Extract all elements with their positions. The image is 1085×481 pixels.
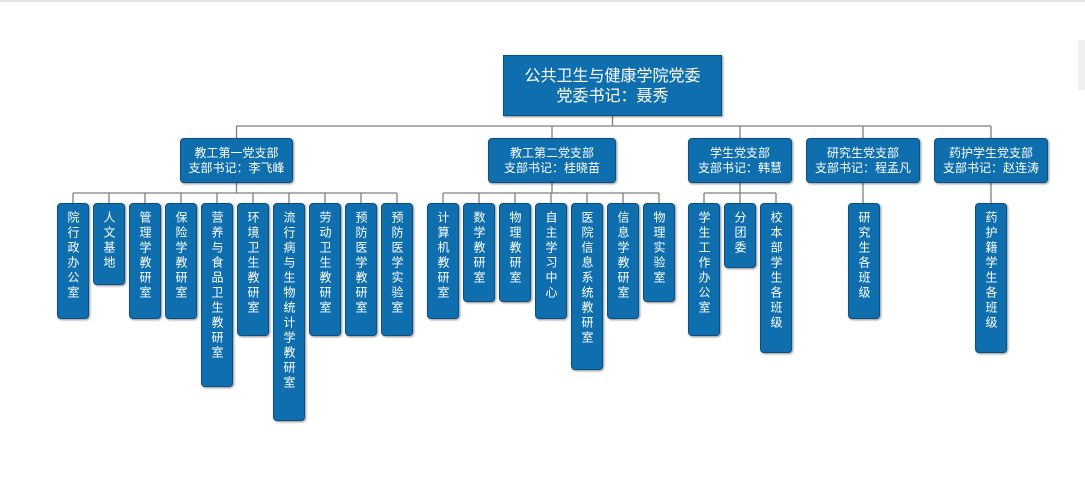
- unit-label: 物理教研室: [508, 211, 522, 286]
- unit-node: 预防医学教研室: [345, 203, 377, 336]
- unit-node: 医院信息系统教研室: [571, 203, 603, 370]
- unit-label: 院行政办公室: [66, 211, 80, 301]
- root-node: 公共卫生与健康学院党委 党委书记：聂秀: [503, 55, 722, 116]
- branch-name: 教工第二党支部: [509, 145, 594, 160]
- unit-node: 信息学教研室: [607, 203, 639, 319]
- unit-label: 流行病与生物统计学教研室: [282, 211, 296, 391]
- branch-secretary: 支部书记：韩慧: [697, 160, 782, 175]
- scrollbar-strip[interactable]: [1078, 40, 1085, 90]
- unit-node: 物理教研室: [499, 203, 531, 302]
- unit-node: 校本部学生各班级: [760, 203, 792, 353]
- unit-label: 医院信息系统教研室: [580, 211, 594, 346]
- unit-label: 保险学教研室: [174, 211, 188, 301]
- unit-node: 流行病与生物统计学教研室: [273, 203, 305, 421]
- branch-name: 学生党支部: [709, 145, 770, 160]
- root-title: 公共卫生与健康学院党委: [524, 65, 701, 85]
- unit-label: 数学教研室: [472, 211, 486, 286]
- branch-name: 教工第一党支部: [194, 145, 279, 160]
- unit-label: 计算机教研室: [436, 211, 450, 301]
- unit-label: 物理实验室: [652, 211, 666, 286]
- unit-node: 分团委: [724, 203, 756, 268]
- unit-label: 校本部学生各班级: [769, 211, 783, 331]
- branch-node-pharmacy-nursing: 药护学生党支部 支部书记：赵连涛: [934, 138, 1048, 183]
- unit-node: 自主学习中心: [535, 203, 567, 319]
- top-border: [0, 0, 1085, 2]
- unit-label: 研究生各班级: [857, 211, 871, 301]
- unit-label: 预防医学教研室: [354, 211, 368, 316]
- branch-node-teaching-1: 教工第一党支部 支部书记：李飞峰: [180, 138, 293, 183]
- root-secretary: 党委书记：聂秀: [556, 85, 669, 105]
- branch-name: 药护学生党支部: [948, 145, 1033, 160]
- unit-node: 院行政办公室: [57, 203, 89, 319]
- unit-node: 数学教研室: [463, 203, 495, 302]
- unit-node: 环境卫生教研室: [237, 203, 269, 336]
- unit-label: 人文基地: [102, 211, 116, 271]
- unit-node: 营养与食品卫生教研室: [201, 203, 233, 387]
- unit-label: 药护籍学生各班级: [984, 211, 998, 331]
- unit-label: 营养与食品卫生教研室: [210, 211, 224, 361]
- unit-label: 信息学教研室: [616, 211, 630, 301]
- unit-label: 分团委: [733, 211, 747, 256]
- unit-label: 预防医学实验室: [390, 211, 404, 316]
- unit-label: 自主学习中心: [544, 211, 558, 301]
- branch-node-graduate: 研究生党支部 支部书记：程孟凡: [806, 138, 920, 183]
- unit-label: 学生工作办公室: [697, 211, 711, 316]
- branch-secretary: 支部书记：桂晓苗: [503, 160, 600, 175]
- branch-name: 研究生党支部: [826, 145, 899, 160]
- branch-secretary: 支部书记：程孟凡: [814, 160, 911, 175]
- unit-node: 计算机教研室: [427, 203, 459, 319]
- unit-node: 预防医学实验室: [381, 203, 413, 336]
- unit-node: 学生工作办公室: [688, 203, 720, 336]
- branch-secretary: 支部书记：李飞峰: [188, 160, 285, 175]
- unit-node: 物理实验室: [643, 203, 675, 302]
- branch-node-teaching-2: 教工第二党支部 支部书记：桂晓苗: [488, 138, 616, 183]
- unit-label: 管理学教研室: [138, 211, 152, 301]
- branch-node-student: 学生党支部 支部书记：韩慧: [688, 138, 792, 183]
- unit-node: 药护籍学生各班级: [975, 203, 1007, 353]
- unit-node: 管理学教研室: [129, 203, 161, 319]
- unit-node: 保险学教研室: [165, 203, 197, 319]
- unit-node: 研究生各班级: [848, 203, 880, 319]
- unit-node: 劳动卫生教研室: [309, 203, 341, 336]
- branch-secretary: 支部书记：赵连涛: [942, 160, 1039, 175]
- unit-label: 劳动卫生教研室: [318, 211, 332, 316]
- unit-label: 环境卫生教研室: [246, 211, 260, 316]
- unit-node: 人文基地: [93, 203, 125, 285]
